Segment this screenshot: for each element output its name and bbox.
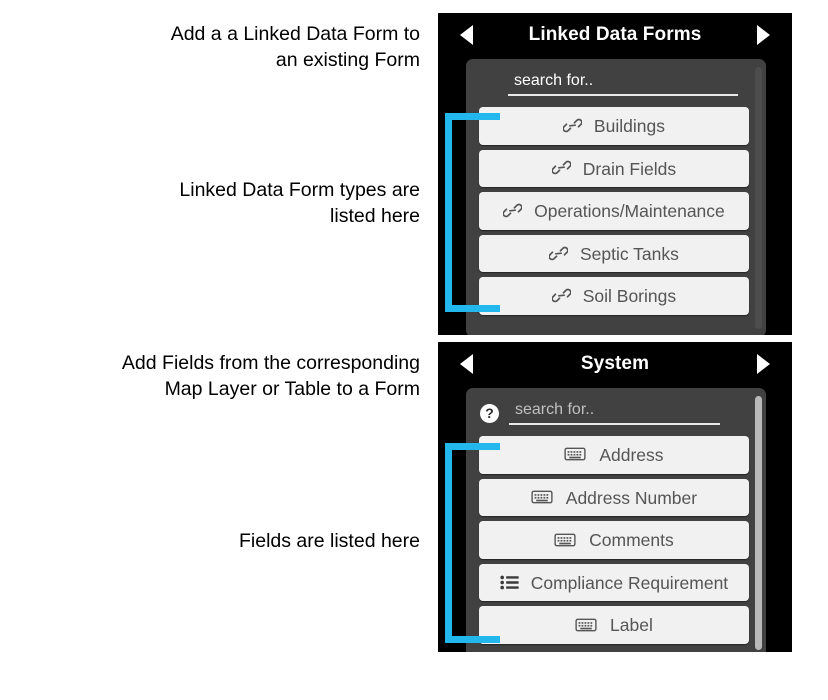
list-icon (500, 575, 519, 590)
linked-data-forms-body: search for.. Buildings (466, 59, 766, 335)
list-item[interactable]: Address (479, 436, 749, 474)
list-item-label: Soil Borings (582, 286, 677, 307)
list-item[interactable]: Soil Borings (479, 277, 749, 315)
list-item[interactable]: Buildings (479, 107, 749, 145)
list-item-label: Drain Fields (582, 158, 677, 179)
list-item[interactable]: Compliance Requirement (479, 563, 749, 602)
keyboard-icon (554, 533, 576, 547)
scrollbar[interactable] (755, 67, 762, 329)
triangle-right-icon[interactable] (757, 25, 770, 45)
search-row-linked-data-forms: search for.. (466, 59, 766, 96)
triangle-right-icon[interactable] (757, 354, 770, 374)
list-item-label: Operations/Maintenance (534, 201, 725, 222)
keyboard-icon (575, 618, 597, 632)
link-icon (563, 118, 583, 133)
list-item[interactable]: Operations/Maintenance (479, 192, 749, 230)
link-icon (551, 160, 571, 175)
triangle-left-icon[interactable] (460, 354, 473, 374)
search-input[interactable]: search for.. (509, 401, 720, 425)
annotation-linked-data-form-types: Linked Data Form types are listed here (179, 179, 420, 228)
list-item-label: Label (610, 615, 653, 636)
list-item[interactable]: Drain Fields (479, 149, 749, 188)
panel-title-linked-data-forms: Linked Data Forms (528, 24, 702, 45)
list-item-label: Compliance Requirement (530, 572, 729, 593)
system-body: ? search for.. (466, 388, 766, 652)
list-item-label: Comments (589, 530, 674, 551)
list-item[interactable]: Comments (479, 521, 749, 559)
list-item[interactable]: Address Number (479, 478, 749, 517)
link-icon (549, 246, 569, 261)
list-item-label: Address (599, 445, 664, 466)
system-panel: System ? search for.. (438, 342, 792, 652)
link-icon (551, 288, 571, 303)
annotation-add-linked-data-form: Add a a Linked Data Form to an existing … (170, 23, 420, 72)
panel-header-linked-data-forms: Linked Data Forms (438, 13, 792, 57)
link-icon (503, 203, 523, 218)
annotation-fields-listed: Fields are listed here (238, 530, 420, 552)
system-fields-list: Address (466, 436, 766, 644)
list-item-label: Buildings (593, 116, 665, 137)
keyboard-icon (531, 490, 553, 504)
search-row-system: ? search for.. (466, 388, 766, 425)
keyboard-icon (564, 447, 587, 461)
panel-title-system: System (580, 353, 650, 374)
list-item[interactable]: Septic Tanks (479, 234, 749, 273)
help-icon[interactable]: ? (480, 403, 499, 423)
linked-data-forms-panel: Linked Data Forms search for.. Buildin (438, 13, 792, 335)
panel-header-system: System (438, 342, 792, 386)
list-item-label: Address Number (565, 487, 698, 508)
scrollbar[interactable] (755, 396, 762, 650)
search-input[interactable]: search for.. (508, 72, 738, 96)
triangle-left-icon[interactable] (460, 25, 473, 45)
list-item-label: Septic Tanks (579, 243, 679, 264)
list-item[interactable]: Label (479, 606, 749, 644)
linked-data-forms-list: Buildings Drain Fields (466, 107, 766, 315)
annotation-add-fields: Add Fields from the corresponding Map La… (121, 352, 420, 401)
